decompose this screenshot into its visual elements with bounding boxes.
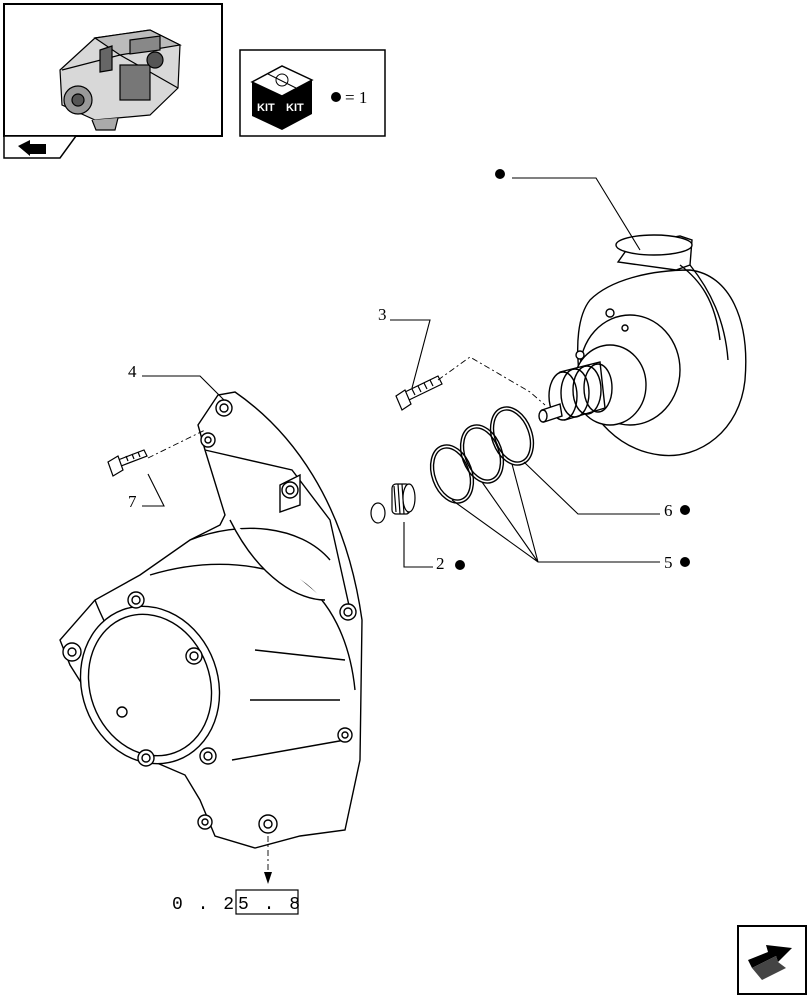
o-rings	[429, 406, 535, 504]
kit-marker-5	[680, 557, 690, 567]
callout-4: 4	[128, 362, 137, 381]
bolt-3	[395, 375, 443, 411]
kit-marker-6	[680, 505, 690, 515]
reference-arrow	[264, 872, 272, 884]
kit-marker-housing	[495, 169, 505, 179]
next-page-arrow-icon[interactable]	[737, 925, 807, 995]
callout-2: 2	[436, 554, 445, 573]
kit-bullet-icon	[331, 92, 341, 102]
phantom-lines	[147, 356, 546, 880]
kit-label-left: KIT	[257, 102, 275, 114]
callout-7: 7	[128, 492, 137, 511]
drive-gear	[370, 483, 416, 524]
leader-lines	[142, 177, 660, 568]
reference-prefix: 0 . 2	[172, 895, 236, 915]
callout-6: 6	[664, 501, 673, 520]
kit-equals-text: = 1	[345, 88, 367, 107]
kit-legend: KIT KIT = 1	[239, 49, 386, 137]
kit-box-icon: KIT KIT	[250, 65, 314, 130]
kit-label-right: KIT	[286, 102, 304, 114]
gear-housing-cover	[59, 391, 363, 849]
callout-3: 3	[378, 305, 387, 324]
engine-thumbnail[interactable]	[3, 3, 223, 137]
back-arrow-icon[interactable]	[3, 135, 78, 159]
kit-marker-2	[455, 560, 465, 570]
bolt-7	[107, 449, 148, 477]
pump-housing	[538, 234, 747, 457]
reference-boxed: 5 . 8	[238, 895, 302, 915]
callout-5: 5	[664, 553, 673, 572]
section-reference[interactable]: 0 . 2 5 . 8	[172, 889, 302, 915]
